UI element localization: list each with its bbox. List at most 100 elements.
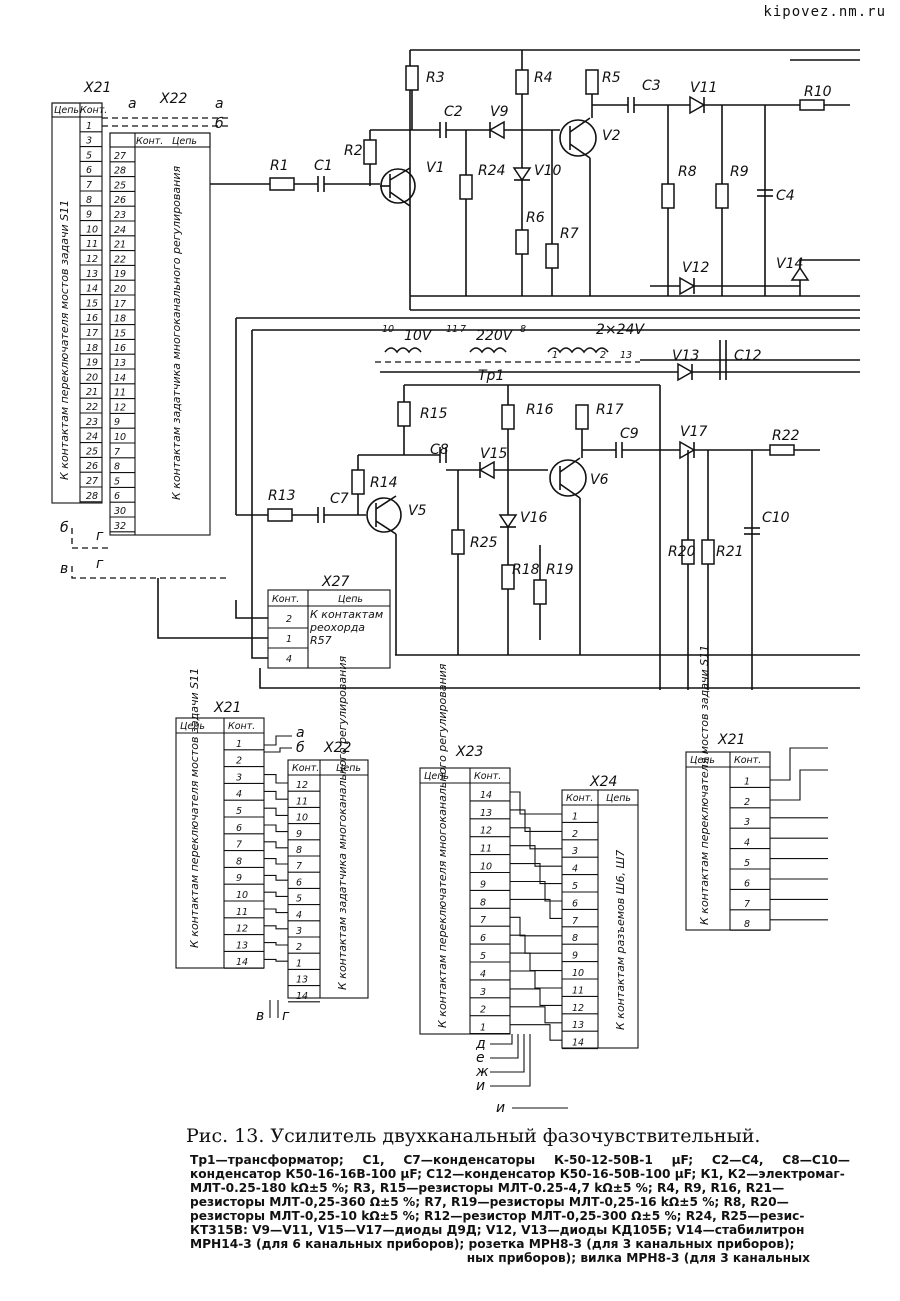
bl-x21-contact: 6 [236,823,242,834]
br-x21-col-contact: Конт. [734,755,761,766]
label-r7: R7 [560,226,579,242]
bm-x24-contact: 11 [572,985,584,996]
bl-x22-contact: 8 [296,845,302,856]
br-x21-contact: 3 [744,817,750,828]
bl-x22-contact: 10 [296,813,308,824]
x21-contact: 16 [86,313,98,324]
bm-x23-contact: 11 [480,844,492,855]
label-r14: R14 [370,475,398,491]
label-c8: C8 [430,442,449,458]
x22-contact: 13 [114,358,126,369]
label-v2: V2 [602,128,621,144]
label-r18: R18 [512,562,540,578]
x21-contact: 26 [86,461,98,472]
bm-x24-contact: 8 [572,933,578,944]
x22-contact: 5 [114,476,120,487]
x22-contact: 11 [114,388,126,399]
x21-contact: 3 [86,136,92,147]
pin-2: 2 [600,350,606,361]
label-r9: R9 [730,164,749,180]
wire-g-upper: г [96,528,104,544]
x22-contact: 26 [114,195,126,206]
x21-contact: 10 [86,224,98,235]
x21-contact: 17 [86,328,98,339]
bl-x21-contact: 8 [236,856,242,867]
x22-contact: 8 [114,462,120,473]
label-r3: R3 [426,70,445,86]
bl-x21-contact: 4 [236,789,242,800]
x21-contact: 8 [86,195,92,206]
label-c3: C3 [642,78,661,94]
x22-contact: 21 [114,240,126,251]
label-v1: V1 [426,160,444,176]
x21-contact: 7 [86,180,92,191]
bl-x21-col-circuit: Цепь [180,721,205,732]
x22-contact: 19 [114,269,126,280]
wire-b-left: б [60,520,69,536]
br-x21-contact: 4 [744,838,750,849]
x27-col-contact: Конт. [272,594,299,605]
x21-contact: 6 [86,165,92,176]
x22-col-contact: Конт. [136,136,163,147]
x21-contact: 11 [86,239,98,250]
wire-a-right: а [215,96,224,112]
bm-x23-col-contact: Конт. [474,771,501,782]
x22-contact: 32 [114,521,126,532]
bl-x22-col-circuit: Цепь [336,763,361,774]
label-2x24v: 2×24V [596,322,645,338]
bm-x23-contact: 6 [480,933,486,944]
label-r15: R15 [420,406,448,422]
x21-contact: 5 [86,150,92,161]
bl-x21-contact: 5 [236,806,242,817]
bm-x23-contact: 5 [480,951,486,962]
pin-7: 7 [460,324,466,335]
x22-contact: 28 [114,166,126,177]
label-c1: C1 [314,158,333,174]
bl-x21-contact: 12 [236,924,248,935]
x22-contact: 9 [114,417,120,428]
bl-wire-a: а [296,725,305,741]
bm-x24-contact: 13 [572,1020,584,1031]
label-v13: V13 [672,348,699,364]
x22-contact: 17 [114,299,126,310]
x27-table: X27 Конт. Цепь 2 1 4 К контактам реохорд… [157,574,860,689]
bl-wire-v: в [256,1008,264,1024]
bm-x23-contact: 13 [480,808,492,819]
pin-11: 11 [446,324,458,335]
label-v10: V10 [534,163,561,179]
caption-line: резисторы МЛТ-0,25-360 Ω±5 %; R7, R19—ре… [190,1195,789,1209]
bl-wire-g: г [282,1008,290,1024]
bl-x21-contact: 11 [236,907,248,918]
label-c2: C2 [444,104,463,120]
bl-x22-contact: 12 [296,780,308,791]
bm-wire-e: е [476,1050,485,1066]
bl-x22-side-label: К контактам задатчика многоканального ре… [336,656,349,990]
br-x21-col-circuit: Цепь [690,755,715,766]
wire-v-left: в [60,561,68,577]
bm-x24-contact: 6 [572,898,578,909]
br-x21-contact: 7 [744,899,750,910]
label-r6: R6 [526,210,545,226]
x22-contact: 6 [114,491,120,502]
label-r16: R16 [526,402,554,418]
caption-body: Tp1—трансформатор; C1, C7—конденсаторы К… [190,1153,850,1265]
label-c9: C9 [620,426,639,442]
channel-2: R15 R14 V5 C7 R13 C8 V15 R16 R25 V16 R18… [236,384,860,690]
label-r24: R24 [478,163,506,179]
label-r1: R1 [270,158,289,174]
x22-contact: 22 [114,254,126,265]
bl-x21-contact: 1 [236,739,242,750]
bl-x22-contact: 14 [296,991,308,1002]
x22-contact: 14 [114,373,126,384]
x21-top-rows: 1356789101112131415161718192021222324252… [80,121,102,503]
x22-top-rows: 2728252623242122192017181516131411129107… [110,151,135,533]
label-c10: C10 [762,510,790,526]
bl-x22-contact: 5 [296,894,302,905]
bm-x23-contact: 7 [480,915,486,926]
label-r10: R10 [804,84,832,100]
label-v17: V17 [680,424,707,440]
